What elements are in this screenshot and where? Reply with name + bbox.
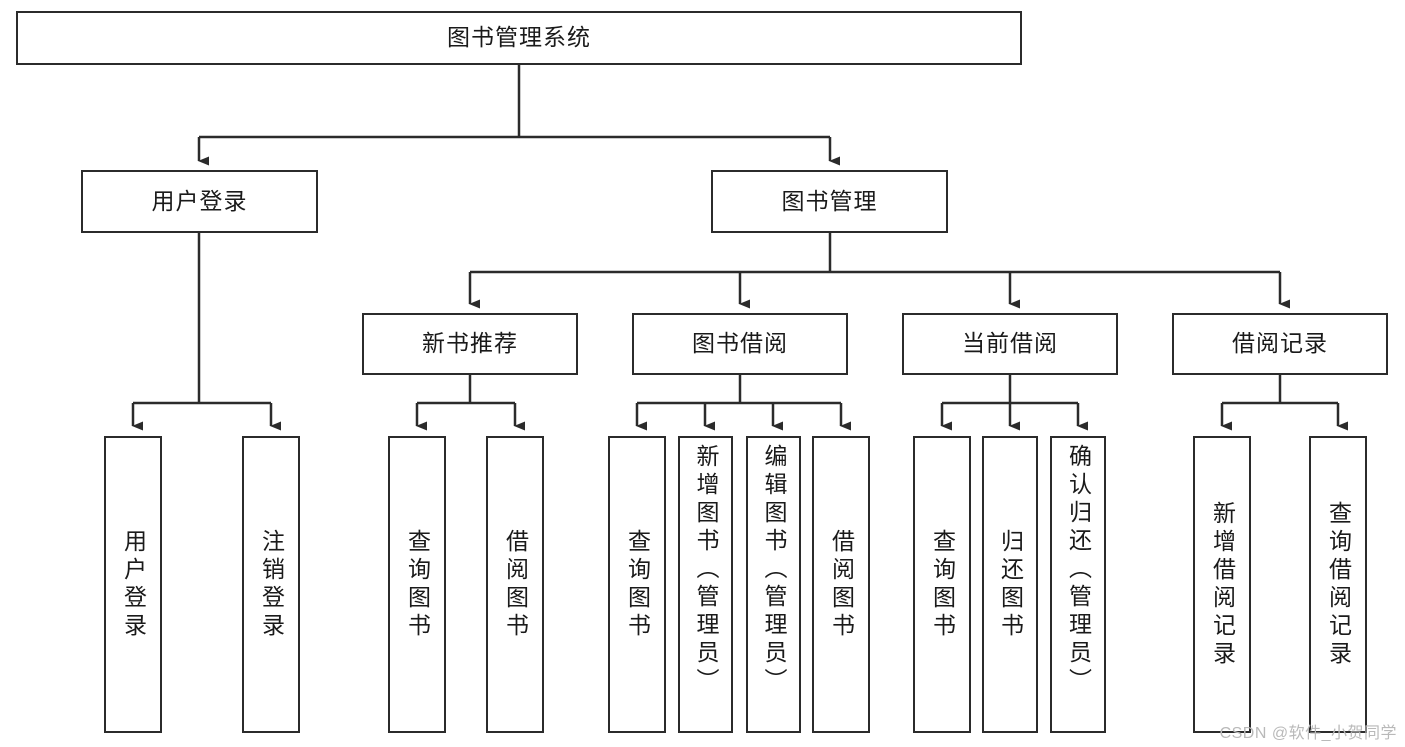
node-label: 新增图书（管理员） [693,444,719,696]
node-label: 查询借阅记录 [1325,500,1352,669]
node-label: 用户登录 [151,187,248,214]
watermark-text: CSDN @软件_小贺同学 [1219,725,1397,742]
leaf-query-book-borrow[interactable]: 查询图书 [608,436,666,733]
node-root-book-management-system[interactable]: 图书管理系统 [16,11,1022,65]
node-label: 查询图书 [624,528,651,641]
node-user-login[interactable]: 用户登录 [81,170,318,233]
node-borrow-record[interactable]: 借阅记录 [1172,313,1388,375]
node-label: 图书管理系统 [447,24,591,51]
node-new-book-recommendation[interactable]: 新书推荐 [362,313,578,375]
node-book-borrow[interactable]: 图书借阅 [632,313,848,375]
leaf-add-borrow-record[interactable]: 新增借阅记录 [1193,436,1251,733]
leaf-return-book[interactable]: 归还图书 [982,436,1038,733]
leaf-borrow-book[interactable]: 借阅图书 [812,436,870,733]
node-label: 借阅图书 [502,528,529,641]
node-label: 图书借阅 [692,330,788,357]
node-label: 当前借阅 [962,330,1058,357]
node-label: 注销登录 [258,528,285,641]
leaf-confirm-return-admin[interactable]: 确认归还（管理员） [1050,436,1106,733]
leaf-user-login[interactable]: 用户登录 [104,436,162,733]
node-label: 新增借阅记录 [1209,500,1236,669]
node-label: 图书管理 [781,187,878,214]
leaf-query-borrow-record[interactable]: 查询借阅记录 [1309,436,1367,733]
node-label: 借阅记录 [1232,330,1328,357]
node-label: 用户登录 [120,528,147,641]
node-label: 查询图书 [404,528,431,641]
leaf-add-book-admin[interactable]: 新增图书（管理员） [678,436,733,733]
leaf-logout-login[interactable]: 注销登录 [242,436,300,733]
leaf-borrow-book-recommend[interactable]: 借阅图书 [486,436,544,733]
node-label: 确认归还（管理员） [1065,444,1092,696]
node-label: 编辑图书（管理员） [761,444,787,696]
leaf-query-book-current[interactable]: 查询图书 [913,436,971,733]
node-label: 查询图书 [929,528,956,641]
leaf-query-book-recommend[interactable]: 查询图书 [388,436,446,733]
node-label: 借阅图书 [828,528,855,641]
node-current-borrow[interactable]: 当前借阅 [902,313,1118,375]
node-label: 新书推荐 [422,330,518,357]
leaf-edit-book-admin[interactable]: 编辑图书（管理员） [746,436,801,733]
node-book-management[interactable]: 图书管理 [711,170,948,233]
node-label: 归还图书 [997,528,1024,641]
